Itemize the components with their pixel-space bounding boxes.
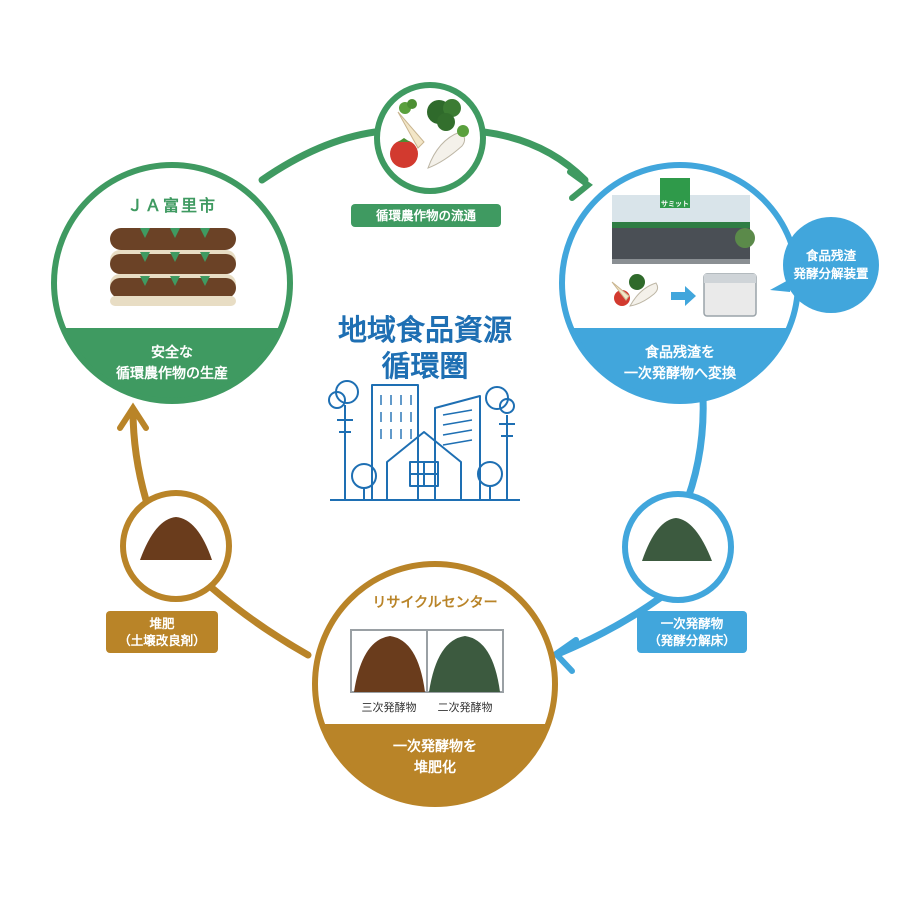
compost-pill-line-2: （土壌改良剤） [118, 633, 206, 648]
ja-node [51, 162, 293, 404]
compost-pill-bg [106, 611, 218, 653]
ja-name: ＪＡ富里市 [126, 196, 217, 215]
fermenter-machine-icon [703, 273, 757, 317]
compost-bins-icon [350, 629, 504, 693]
flow-pill-bg [351, 204, 501, 227]
recycle-name: リサイクルセンター [372, 595, 498, 611]
recycle-caption-line-1: 一次発酵物を [393, 739, 477, 755]
compost-node [120, 490, 232, 602]
store-vegetables-icon [611, 274, 659, 307]
city-illustration [328, 380, 520, 501]
ja-caption: 安全な 循環農作物の生産 [92, 343, 252, 385]
title-line-2: 循環圏 [381, 349, 469, 383]
primary-pill: 一次発酵物 （発酵分解床） [637, 612, 747, 652]
store-photo [612, 178, 755, 264]
vegetables-node [374, 82, 486, 194]
primary-ferment-node [622, 491, 734, 603]
bubble-text: 食品残渣 発酵分解装置 [785, 247, 877, 283]
store-caption-line-2: 一次発酵物へ変換 [624, 366, 736, 382]
diagram-title: 地域食品資源 循環圏 [310, 312, 540, 384]
ja-caption-line-1: 安全な [151, 345, 193, 361]
flow-pill: 循環農作物の流通 [375, 208, 476, 223]
primary-pill-bg [637, 611, 747, 653]
compost-pill: 堆肥 （土壌改良剤） [106, 612, 218, 652]
store-caption: 食品残渣を 一次発酵物へ変換 [600, 343, 760, 385]
green-mound-icon [642, 518, 712, 561]
recycle-caption-line-2: 堆肥化 [414, 760, 456, 776]
field-rows-icon [110, 228, 236, 306]
recycle-caption: 一次発酵物を 堆肥化 [355, 737, 515, 779]
primary-pill-line-1: 一次発酵物 [660, 616, 724, 631]
bubble-line-1: 食品残渣 [805, 248, 856, 263]
arrow-right-icon [671, 286, 696, 306]
store-sign: サミット [661, 200, 689, 208]
store-caption-line-1: 食品残渣を [645, 345, 715, 361]
brown-mound-icon [140, 517, 212, 560]
flow-arrow-green [258, 128, 593, 201]
compost-pill-line-1: 堆肥 [149, 616, 175, 631]
ja-caption-line-2: 循環農作物の生産 [116, 366, 228, 382]
flow-arrow-brown [117, 402, 312, 659]
flow-arrow-blue [551, 391, 707, 674]
store-speech-bubble [770, 217, 879, 313]
vegetables-icon [390, 99, 469, 169]
title-line-1: 地域食品資源 [337, 313, 512, 347]
primary-pill-line-2: （発酵分解床） [648, 633, 736, 648]
secondary-label: 二次発酵物 [437, 701, 493, 714]
bubble-line-2: 発酵分解装置 [793, 266, 869, 281]
tertiary-label: 三次発酵物 [361, 701, 417, 714]
